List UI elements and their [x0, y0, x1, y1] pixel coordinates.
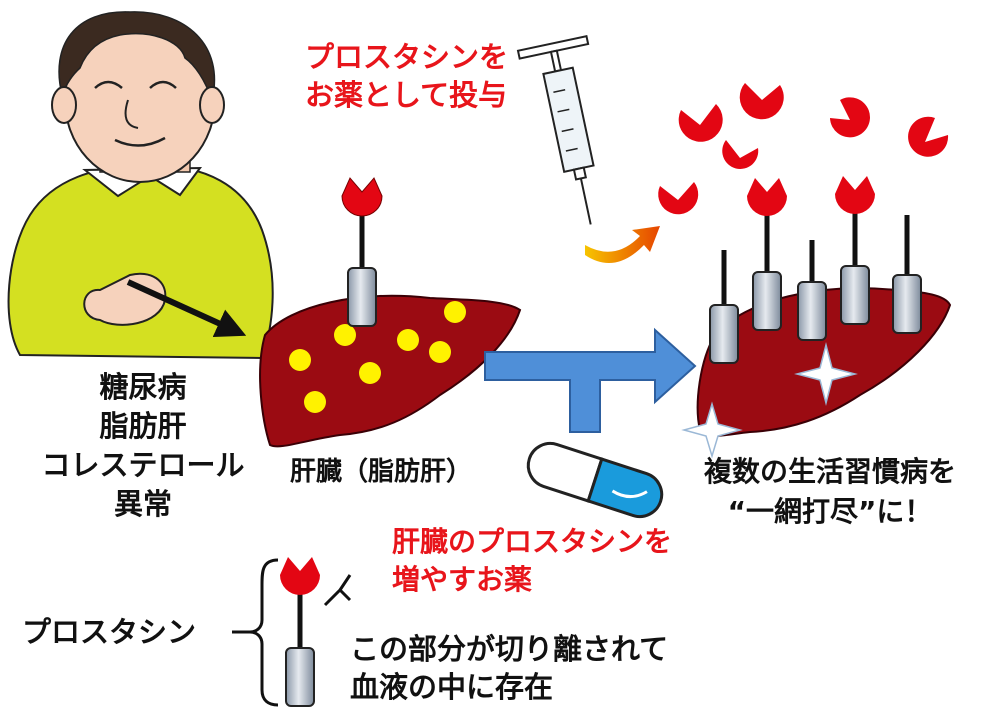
fat-droplet	[429, 341, 451, 363]
prostasin-molecule	[797, 240, 827, 341]
prostasin-legend-label: プロスタシン	[22, 615, 197, 649]
patient-eye-right	[149, 80, 177, 89]
conditions-label: 糖尿病 脂肪肝 コレステロール 異常	[41, 370, 245, 521]
patient-eye-left	[94, 80, 123, 89]
fat-droplet	[444, 301, 466, 323]
patient-mouth	[114, 136, 166, 147]
patient-ear-left	[51, 86, 77, 124]
released-fragments	[658, 83, 949, 215]
injection-arrow-icon	[585, 226, 660, 263]
fat-droplet	[359, 362, 381, 384]
sparkle-icon	[794, 342, 858, 406]
syringe-icon	[516, 34, 595, 225]
prostasin-molecule	[341, 177, 383, 327]
fatty-liver	[259, 294, 522, 448]
pointer-arrow-to-liver	[126, 279, 247, 337]
prostasin-molecule	[747, 178, 787, 331]
cleavage-label: この部分が切り離されて 血液の中に存在	[350, 632, 669, 704]
fat-droplet	[289, 349, 311, 371]
patient-ear-right	[199, 86, 225, 124]
result-label: 複数の生活習慣病を “一網打尽”に！	[703, 455, 956, 528]
patient-illustration	[7, 11, 274, 360]
fat-droplet	[304, 391, 326, 413]
patient-hair	[58, 11, 216, 103]
patient-nose	[124, 99, 139, 129]
prostasin-molecule	[709, 250, 739, 364]
capsule-icon	[526, 441, 664, 519]
liver-label: 肝臓（脂肪肝）	[290, 457, 473, 487]
injection-label: プロスタシンを お薬として投与	[305, 40, 509, 112]
fat-droplet	[334, 324, 356, 346]
fat-droplet	[397, 329, 419, 351]
prostasin-molecule	[835, 176, 875, 325]
prostasin-molecule	[892, 215, 922, 334]
drug-label: 肝臓のプロスタシンを 増やすお薬	[392, 525, 673, 596]
sparkle-icon	[681, 401, 743, 459]
legend-prostasin	[232, 557, 352, 707]
process-arrow-icon	[484, 327, 697, 433]
